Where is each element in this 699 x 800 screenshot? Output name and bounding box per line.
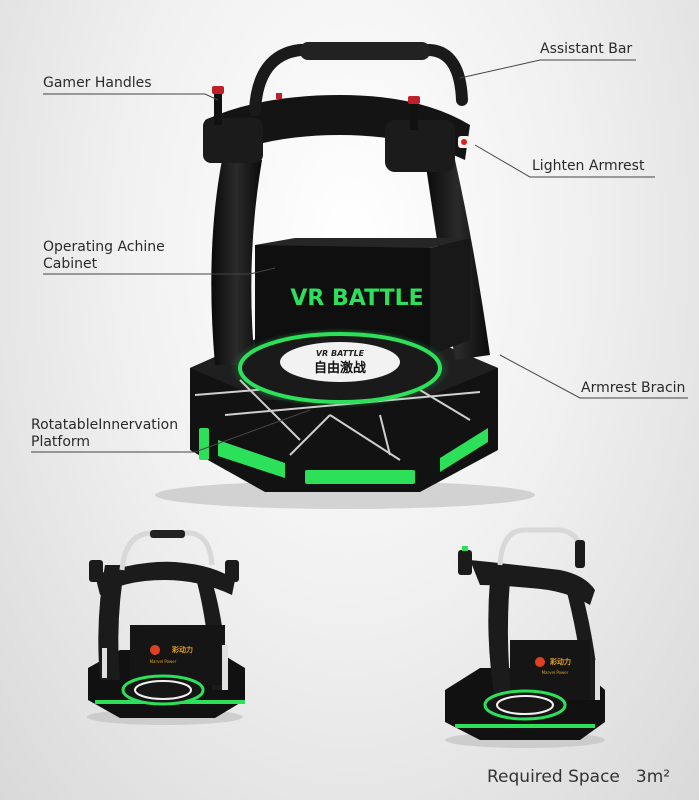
small-machine-side: 彩动力 Marvel Power bbox=[445, 527, 605, 748]
brand-logo-right: 彩动力 bbox=[549, 657, 571, 666]
main-machine: VR BATTLE VR BATTLE 自由激战 bbox=[155, 42, 535, 509]
label-gamer-handles: Gamer Handles bbox=[43, 75, 152, 91]
label-operating-cabinet-line2: Cabinet bbox=[43, 256, 98, 272]
disc-chinese-title: 自由激战 bbox=[314, 360, 366, 376]
vr-battle-sign: VR BATTLE bbox=[290, 286, 423, 311]
brand-en-left: Marvel Power bbox=[150, 659, 177, 664]
label-assistant-bar: Assistant Bar bbox=[540, 41, 633, 57]
gamer-handles bbox=[212, 86, 420, 130]
disc-title: VR BATTLE bbox=[316, 349, 365, 358]
label-operating-cabinet-line1: Operating Achine bbox=[43, 239, 165, 255]
label-armrest-bracing: Armrest Bracin bbox=[581, 380, 686, 396]
required-space-label: Required Space bbox=[487, 767, 620, 787]
brand-en-right: Marvel Power bbox=[542, 670, 569, 675]
callout-lines bbox=[31, 59, 688, 453]
label-lighten-armrest: Lighten Armrest bbox=[532, 158, 645, 174]
required-space-value: 3m² bbox=[635, 767, 671, 787]
small-machine-front: 彩动力 Marvel Power bbox=[87, 530, 245, 725]
required-space: Required Space 3m² bbox=[487, 767, 670, 787]
led-strips bbox=[199, 428, 488, 484]
label-platform-line1: RotatableInnervation bbox=[31, 417, 179, 433]
brand-logo-left: 彩动力 bbox=[171, 645, 193, 654]
label-platform-line2: Platform bbox=[31, 434, 91, 450]
